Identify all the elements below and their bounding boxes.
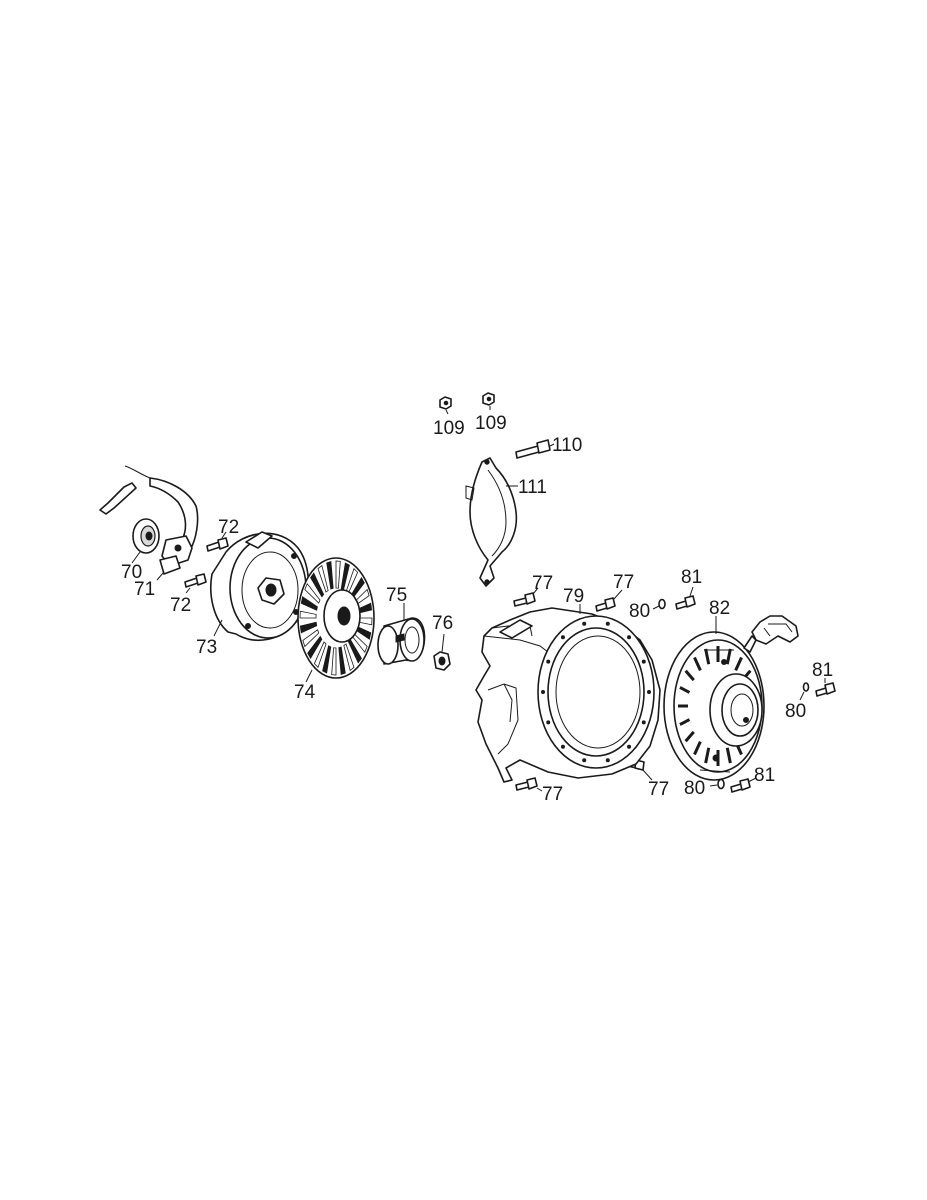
callout-81-top: 81 — [681, 567, 702, 588]
flywheel-fin — [322, 645, 332, 674]
housing-hole — [582, 758, 587, 763]
callout-80-right: 80 — [785, 701, 806, 722]
housing-hole — [546, 659, 551, 664]
flywheel-fin — [300, 596, 318, 611]
part-70-seal — [132, 518, 160, 554]
callout-77-bottom-left: 77 — [542, 784, 563, 805]
housing-hole — [560, 635, 565, 640]
flywheel-fin — [343, 643, 355, 672]
part-77-bolt-bottom-left — [515, 777, 538, 791]
callout-74: 74 — [294, 682, 316, 703]
callout-77-bottom-right: 77 — [648, 779, 669, 800]
part-109-nut-right — [482, 392, 495, 406]
callout-80-bottom: 80 — [684, 778, 705, 799]
callout-109-left: 109 — [433, 418, 465, 439]
flywheel-fin — [302, 629, 320, 648]
part-77-bolt-top-left — [513, 592, 536, 607]
callout-77-top-left: 77 — [532, 573, 553, 594]
housing-hole — [647, 690, 651, 694]
part-71-ignition-coil — [99, 465, 199, 575]
housing-hole — [641, 659, 646, 664]
callout-80-top: 80 — [629, 601, 650, 622]
starter-vent-slot — [704, 747, 711, 764]
flywheel-fin — [313, 641, 327, 669]
part-81-bolt-top — [675, 595, 696, 610]
callout-82: 82 — [709, 598, 730, 619]
starter-vent-slot — [725, 747, 732, 764]
starter-vent-slot — [679, 718, 691, 726]
part-82-recoil-starter — [663, 615, 799, 781]
part-80-washer-bottom — [717, 778, 725, 790]
callout-71: 71 — [134, 579, 155, 600]
starter-vent-slot — [725, 648, 732, 665]
flywheel-fin — [299, 621, 318, 634]
housing-hole — [627, 635, 632, 640]
starter-vent-slot — [704, 648, 711, 665]
part-79-blower-housing — [475, 607, 661, 783]
part-109-nut-left — [439, 396, 452, 410]
callout-77-top-right: 77 — [613, 572, 634, 593]
housing-hole — [627, 744, 632, 749]
callout-75: 75 — [386, 585, 407, 606]
flywheel-fin — [331, 647, 337, 676]
flywheel-fin — [335, 560, 341, 589]
part-75-starter-cup — [377, 617, 426, 665]
flywheel-fin — [299, 610, 317, 619]
starter-vent-slot — [693, 656, 702, 672]
callout-110: 110 — [552, 435, 582, 456]
housing-hole — [605, 621, 610, 626]
callout-73: 73 — [196, 637, 217, 658]
starter-vent-slot — [734, 656, 743, 672]
starter-vent-slot — [679, 686, 691, 694]
flywheel-fin — [326, 561, 334, 590]
part-76-nut — [433, 651, 451, 671]
callout-81-right: 81 — [812, 660, 833, 681]
housing-hole — [546, 720, 551, 725]
starter-vent-slot — [693, 740, 702, 756]
callout-72-lower: 72 — [170, 595, 191, 616]
housing-hole — [560, 744, 565, 749]
part-77-bolt-top-right — [595, 597, 616, 612]
housing-hole — [541, 690, 545, 694]
part-73-stator-cover — [209, 531, 310, 642]
part-111-shield — [465, 457, 518, 587]
part-81-bolt-bottom — [730, 778, 751, 793]
housing-hole — [641, 720, 646, 725]
housing-hole — [605, 758, 610, 763]
part-80-washer-top — [658, 598, 666, 610]
flywheel-fin — [307, 635, 323, 660]
callout-76: 76 — [432, 613, 453, 634]
starter-vent-slot — [684, 669, 695, 682]
callout-70: 70 — [121, 562, 142, 583]
part-74-flywheel — [297, 557, 375, 679]
callout-79: 79 — [563, 586, 584, 607]
part-72-bolt-lower — [184, 573, 207, 588]
part-80-washer-right — [802, 682, 810, 692]
callout-72-upper: 72 — [218, 517, 239, 538]
flywheel-fin — [310, 572, 325, 598]
flywheel-fin — [304, 583, 321, 604]
flywheel-fin — [317, 564, 329, 593]
starter-vent-slot — [684, 730, 695, 743]
part-81-bolt-right — [815, 682, 836, 697]
part-72-bolt-upper — [206, 537, 229, 552]
part-110-bolt — [515, 439, 551, 459]
housing-hole — [582, 621, 587, 626]
callout-81-bottom: 81 — [754, 765, 775, 786]
callout-111: 111 — [518, 477, 547, 498]
flywheel-fin — [338, 646, 346, 675]
callout-109-right: 109 — [475, 413, 507, 434]
